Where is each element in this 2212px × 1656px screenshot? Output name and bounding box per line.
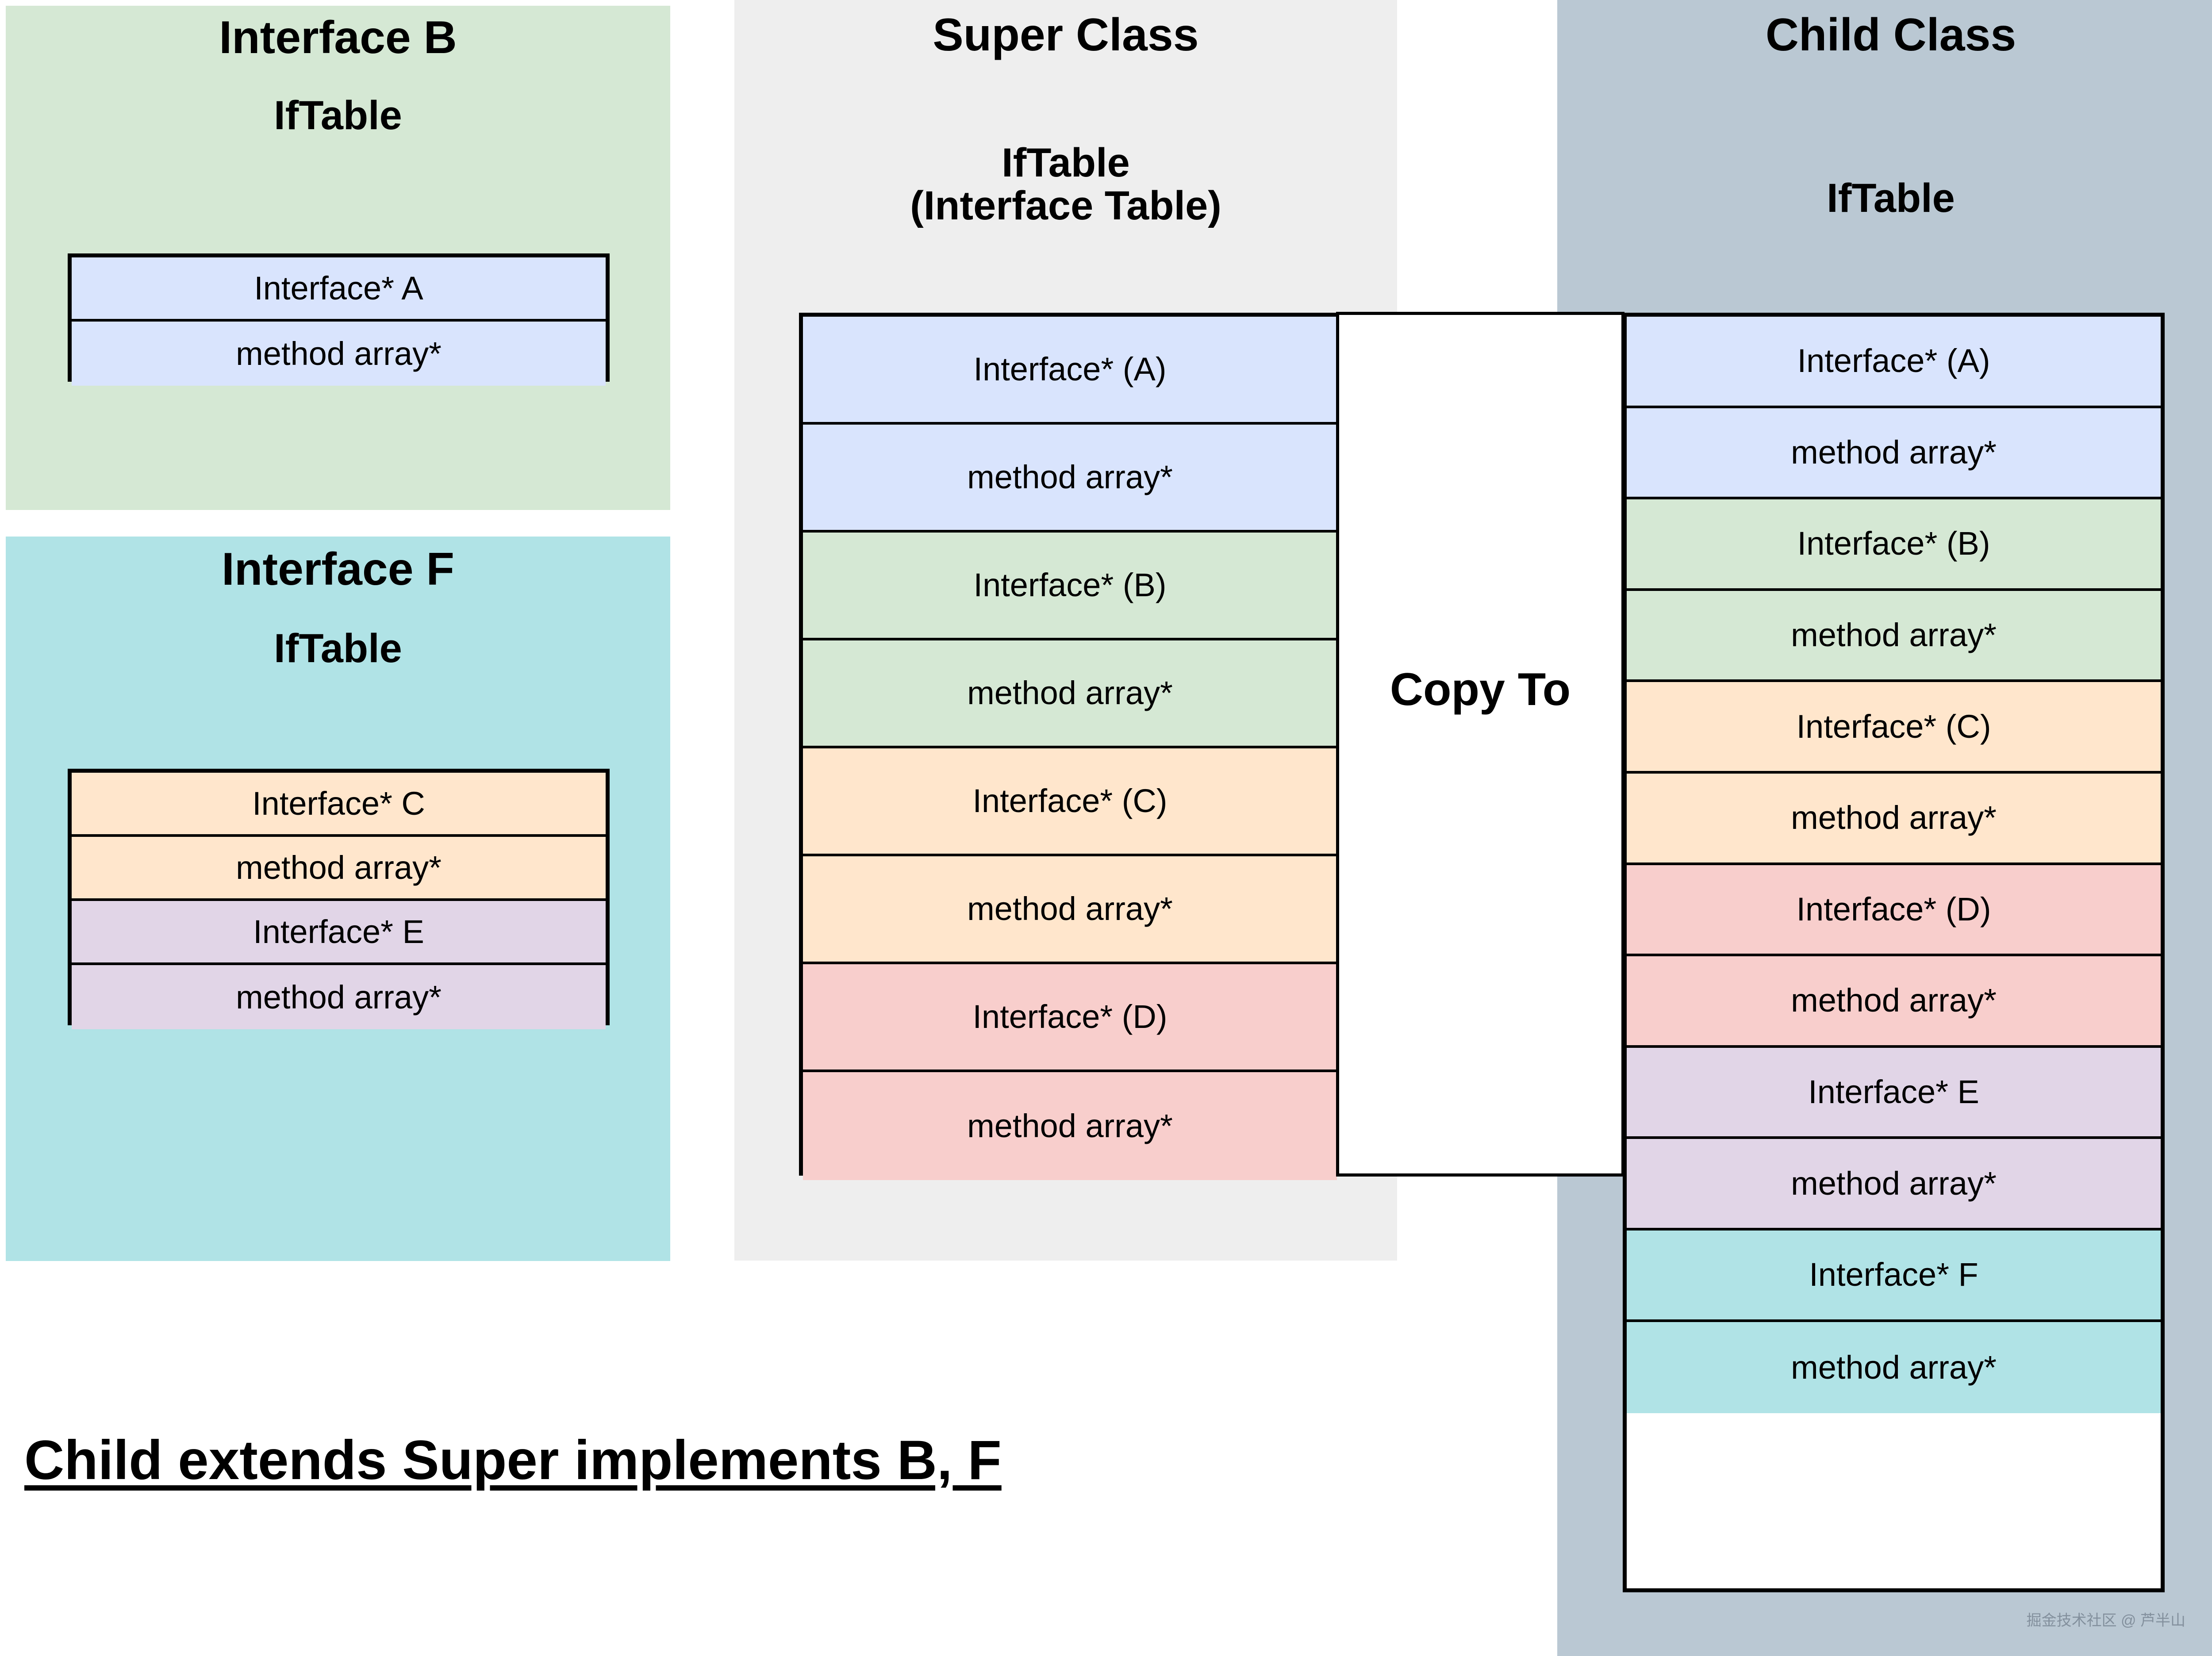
interface-b-subtitle: IfTable <box>274 93 402 138</box>
iftable-row: method array* <box>1627 773 2161 865</box>
iftable-row: method array* <box>1627 956 2161 1048</box>
interface-b-iftable: Interface* A method array* <box>68 253 610 386</box>
iftable-row: method array* <box>1627 1139 2161 1230</box>
interface-f-title: Interface F <box>222 544 454 595</box>
super-class-title: Super Class <box>933 9 1199 61</box>
iftable-row: Interface* (C) <box>1627 682 2161 774</box>
iftable-row: method array* <box>803 1072 1337 1180</box>
iftable-row: Interface* A <box>72 257 606 322</box>
iftable-row: Interface* (A) <box>1627 317 2161 408</box>
iftable-row-label: method array* <box>1791 1165 1997 1202</box>
iftable-row-label: Interface* (A) <box>973 351 1167 387</box>
iftable-row-label: Interface* E <box>253 913 424 950</box>
iftable-row-label: method array* <box>967 1108 1173 1144</box>
iftable-row-label: method array* <box>967 890 1173 927</box>
interface-f-subtitle: IfTable <box>274 626 402 671</box>
iftable-row-label: Interface* (A) <box>1797 342 1990 380</box>
interface-f-panel: Interface F IfTable Interface* C method a… <box>6 537 670 1261</box>
copy-to-connector <box>1336 312 1624 1177</box>
iftable-row-label: Interface* (B) <box>1797 525 1990 562</box>
watermark: 掘金技术社区 @ 芦半山 <box>2026 1612 2185 1629</box>
iftable-row: Interface* (D) <box>803 964 1337 1072</box>
iftable-row-label: Interface* (C) <box>972 782 1167 819</box>
interface-f-iftable: Interface* C method array* Interface* E met… <box>68 769 610 1029</box>
iftable-row-label: method array* <box>236 978 442 1016</box>
iftable-row: method array* <box>803 425 1337 533</box>
child-class-panel: Child Class IfTable Interface* (A) method… <box>1557 0 2212 1656</box>
iftable-row: Interface* (A) <box>803 317 1337 425</box>
iftable-row-label: method array* <box>1791 799 1997 836</box>
iftable-row-label: Interface* F <box>1809 1256 1978 1293</box>
iftable-row-label: method array* <box>1791 982 1997 1019</box>
iftable-row: Interface* (D) <box>1627 865 2161 957</box>
interface-b-title: Interface B <box>219 12 457 63</box>
iftable-row: Interface* (B) <box>1627 499 2161 591</box>
child-class-subtitle: IfTable <box>1827 176 1955 221</box>
iftable-row-label: Interface* (C) <box>1796 708 1991 745</box>
iftable-row: method array* <box>803 640 1337 748</box>
iftable-row: Interface* E <box>1627 1047 2161 1139</box>
iftable-row: method array* <box>1627 590 2161 682</box>
copy-to-label: Copy To <box>1390 664 1571 715</box>
iftable-row-label: Interface* (D) <box>1796 890 1991 928</box>
iftable-row-label: Interface* (B) <box>973 567 1167 603</box>
child-class-title: Child Class <box>1765 9 2016 61</box>
iftable-row: Interface* (C) <box>803 748 1337 856</box>
super-class-iftable: Interface* (A) method array* Interface* (B… <box>799 313 1341 1180</box>
iftable-row: method array* <box>1627 1322 2161 1414</box>
iftable-row: Interface* (B) <box>803 533 1337 640</box>
iftable-row: method array* <box>1627 408 2161 500</box>
iftable-row: method array* <box>72 965 606 1029</box>
iftable-row-label: Interface* E <box>1808 1073 1979 1111</box>
super-class-subtitle: IfTable (Interface Table) <box>910 140 1221 228</box>
iftable-row: method array* <box>72 837 606 901</box>
iftable-row-label: method array* <box>967 459 1173 495</box>
iftable-row-label: method array* <box>1791 1349 1997 1386</box>
iftable-row-label: Interface* C <box>252 785 425 822</box>
page-caption: Child extends Super implements B, F <box>24 1430 1002 1491</box>
super-class-panel: Super Class IfTable (Interface Table) In… <box>734 0 1397 1261</box>
iftable-row-label: Interface* (D) <box>972 998 1167 1035</box>
iftable-row-label: method array* <box>236 335 442 372</box>
iftable-row-label: Interface* A <box>254 269 423 307</box>
interface-b-panel: Interface B IfTable Interface* A method a… <box>6 6 670 510</box>
iftable-row-label: method array* <box>1791 617 1997 654</box>
iftable-row: method array* <box>72 322 606 386</box>
iftable-row-label: method array* <box>967 675 1173 711</box>
iftable-row: Interface* F <box>1627 1230 2161 1322</box>
iftable-row: Interface* C <box>72 773 606 837</box>
iftable-row: Interface* E <box>72 901 606 965</box>
iftable-row: method array* <box>803 856 1337 964</box>
iftable-row-label: method array* <box>236 849 442 886</box>
child-class-iftable: Interface* (A) method array* Interface* (B… <box>1623 313 2165 1592</box>
iftable-row-label: method array* <box>1791 433 1997 471</box>
